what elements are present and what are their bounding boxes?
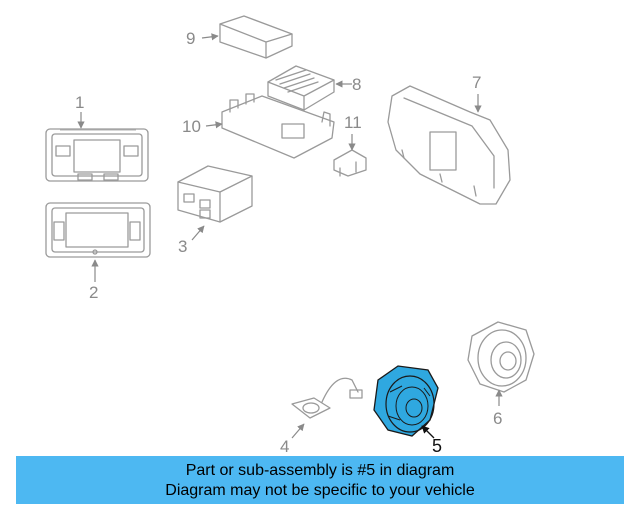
callout-11: 11 xyxy=(344,113,362,132)
callout-5-leader xyxy=(421,425,435,439)
callout-9-leader xyxy=(201,33,219,41)
part-10-bracket[interactable] xyxy=(221,93,335,159)
callout-3-leader xyxy=(191,225,205,241)
callout-3: 3 xyxy=(178,237,187,256)
callout-4: 4 xyxy=(280,437,289,456)
part-9-module[interactable] xyxy=(219,15,293,59)
callout-4-leader xyxy=(291,423,305,439)
part-5-speaker-highlighted[interactable] xyxy=(373,365,439,437)
part-1-radio-unit[interactable] xyxy=(45,128,149,182)
callout-1: 1 xyxy=(75,93,84,112)
callout-6: 6 xyxy=(493,409,502,428)
part-3-module[interactable] xyxy=(177,165,253,223)
part-11-small-bracket[interactable] xyxy=(333,149,367,177)
part-6-speaker[interactable] xyxy=(467,321,535,393)
part-8-amplifier[interactable] xyxy=(267,65,335,111)
info-banner: Part or sub-assembly is #5 in diagram Di… xyxy=(16,456,624,504)
parts-diagram: 1 2 3 4 5 xyxy=(45,15,535,456)
callout-10-leader xyxy=(205,121,223,129)
callout-9: 9 xyxy=(186,29,195,48)
part-7-cover-panel[interactable] xyxy=(387,85,511,205)
part-4-microphone[interactable] xyxy=(291,377,363,419)
callout-8: 8 xyxy=(352,75,361,94)
callout-7: 7 xyxy=(472,73,481,92)
banner-line-2: Diagram may not be specific to your vehi… xyxy=(165,482,475,499)
part-2-display-unit[interactable] xyxy=(45,202,151,258)
callout-5: 5 xyxy=(432,436,442,456)
callout-2: 2 xyxy=(89,283,98,302)
callout-10: 10 xyxy=(182,117,201,136)
banner-line-1: Part or sub-assembly is #5 in diagram xyxy=(185,462,455,479)
